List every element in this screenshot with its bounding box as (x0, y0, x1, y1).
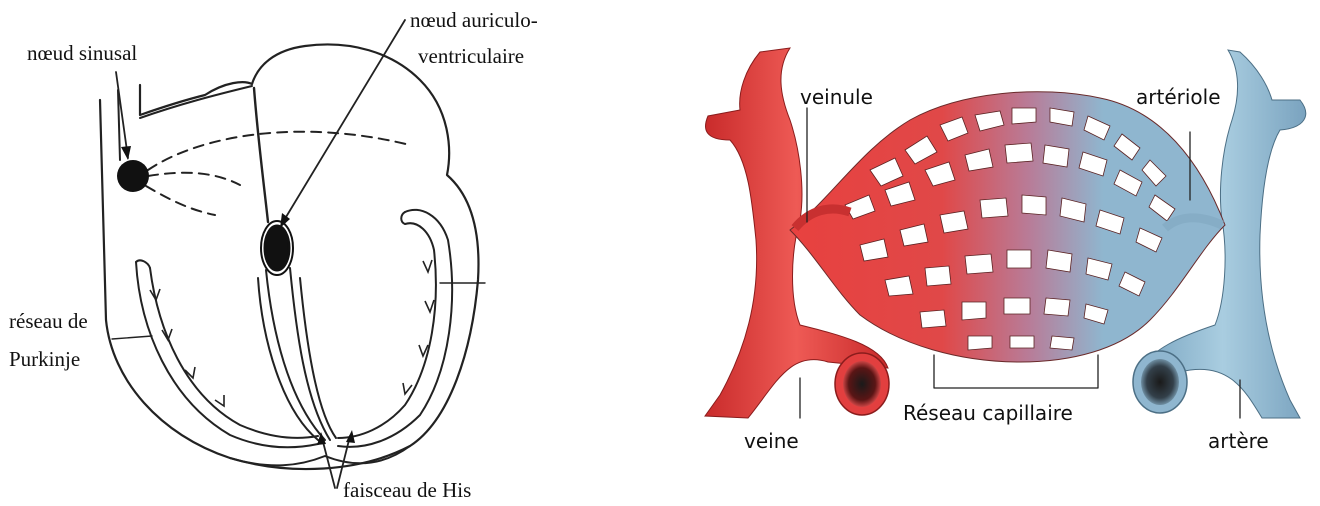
internodal-path-3 (146, 186, 215, 215)
his-bundle-label: faisceau de His (343, 478, 471, 502)
capillary-diagram: veinule artériole veine Réseau capillair… (705, 48, 1306, 453)
purkinje-pointer (112, 336, 152, 339)
av-node-label-line2: ventriculaire (418, 44, 524, 68)
septum-inner-left (258, 278, 318, 440)
vein-lumen (843, 361, 881, 407)
sinus-node-label: nœud sinusal (27, 41, 137, 65)
purkinje-right-top (401, 212, 405, 224)
septum (254, 88, 268, 222)
vein-label: veine (744, 429, 799, 453)
purkinje-right-inner (338, 223, 436, 438)
venule-label: veinule (800, 85, 873, 109)
internodal-path-1 (148, 132, 410, 170)
apex-line (230, 446, 410, 465)
purkinje-label-line1: réseau de (9, 309, 88, 333)
arteriole-label: artériole (1136, 85, 1221, 109)
av-node-label-line1: nœud auriculo- (410, 8, 538, 32)
his-pointer-1 (322, 438, 335, 488)
purkinje-left-outer (136, 262, 318, 447)
capillary-network-label: Réseau capillaire (903, 401, 1073, 425)
artery-lumen (1141, 359, 1179, 405)
sinus-node (117, 160, 149, 192)
internodal-path-2 (148, 173, 240, 185)
purkinje-label-line2: Purkinje (9, 347, 80, 371)
av-node (265, 226, 289, 270)
purkinje-right-outer (338, 210, 452, 447)
capillary-network (790, 92, 1225, 362)
heart-diagram: nœud sinusal nœud auriculo- ventriculair… (9, 8, 538, 502)
artery-label: artère (1208, 429, 1269, 453)
left-atrium-wall (140, 86, 252, 118)
purkinje-left-top (136, 260, 150, 268)
sinus-node-arrowhead (121, 146, 131, 160)
av-node-pointer (283, 20, 405, 222)
